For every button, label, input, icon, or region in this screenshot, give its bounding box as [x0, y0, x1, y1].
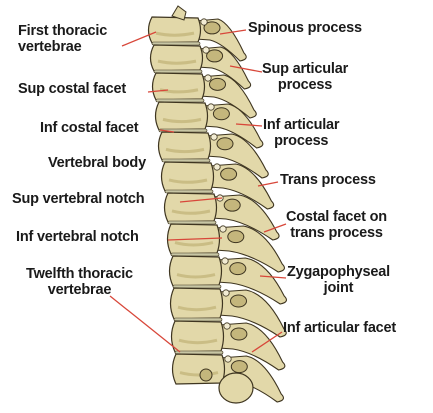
transverse-process [217, 138, 233, 150]
transverse-process [221, 168, 237, 180]
vertebral-body [162, 162, 214, 191]
vertebral-body [151, 45, 203, 71]
vertebral-body [165, 193, 217, 222]
label-costal-facet-on-trans-process: Costal facet on trans process [286, 209, 387, 241]
transverse-process [228, 231, 244, 243]
label-trans-process: Trans process [280, 172, 376, 188]
vertebral-body [156, 102, 208, 130]
lower-articular-fragment [219, 373, 253, 403]
leader-twelfth-thoracic [110, 296, 180, 352]
articular-facet [225, 356, 231, 362]
label-spinous-process: Spinous process [248, 20, 362, 36]
vertebral-body [173, 354, 225, 384]
articular-facet [224, 323, 230, 329]
inf-articular-facet-knob [200, 369, 212, 381]
transverse-process [231, 295, 247, 307]
transverse-process [210, 78, 226, 90]
label-sup-vertebral-notch: Sup vertebral notch [12, 191, 144, 207]
articular-facet [201, 19, 207, 25]
transverse-process [230, 263, 246, 275]
articular-facet [223, 290, 229, 296]
label-inf-articular-facet: Inf articular facet [283, 320, 396, 336]
transverse-process [213, 108, 229, 120]
vertebral-body [171, 288, 223, 319]
label-inf-articular-process: Inf articular process [263, 117, 339, 149]
transverse-process [224, 199, 240, 211]
vertebral-body [159, 132, 211, 160]
transverse-process [231, 328, 247, 340]
vertebral-body [149, 17, 201, 43]
label-first-thoracic-vertebrae: First thoracic vertebrae [18, 23, 107, 55]
vertebral-body [153, 73, 205, 100]
vertebral-body [172, 321, 224, 352]
articular-facet [203, 47, 209, 53]
articular-facet [220, 226, 226, 232]
articular-facet [214, 164, 220, 170]
label-inf-costal-facet: Inf costal facet [40, 120, 138, 136]
label-twelfth-thoracic-vertebrae: Twelfth thoracic vertebrae [26, 266, 133, 298]
vertebral-body [170, 256, 222, 286]
label-sup-articular-process: Sup articular process [262, 61, 348, 93]
articular-facet [211, 134, 217, 140]
articular-facet [205, 75, 211, 81]
label-inf-vertebral-notch: Inf vertebral notch [16, 229, 139, 245]
label-vertebral-body: Vertebral body [48, 155, 146, 171]
articular-facet [222, 258, 228, 264]
transverse-process [231, 361, 247, 373]
articular-facet [208, 104, 214, 110]
label-zygapophyseal-joint: Zygapophyseal joint [287, 264, 390, 296]
label-sup-costal-facet: Sup costal facet [18, 81, 126, 97]
